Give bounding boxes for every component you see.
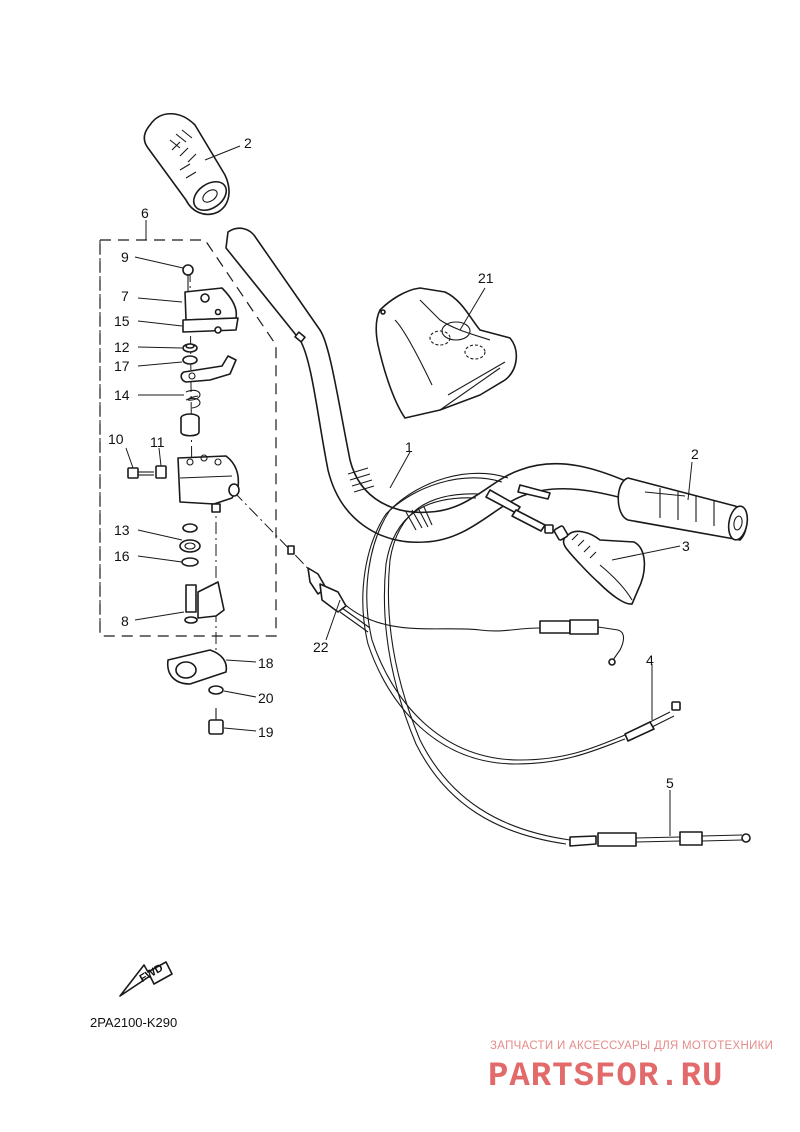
button-8[interactable] (184, 581, 225, 624)
callout-12: 12 (114, 339, 130, 355)
forward-direction-arrow-icon: FWD (119, 961, 173, 997)
screw-10[interactable] (127, 467, 154, 479)
choke-cable[interactable] (383, 489, 751, 847)
plate-17[interactable] (180, 355, 237, 383)
callout-13: 13 (114, 522, 130, 538)
diagram-code: 2PA2100-K290 (90, 1015, 177, 1030)
callout-19: 19 (258, 724, 274, 740)
switch-housing[interactable] (177, 454, 240, 513)
callout-21: 21 (478, 270, 494, 286)
callout-3: 3 (682, 538, 690, 554)
handlebar-alignment-mark (294, 331, 306, 343)
handlebar-knurl-left (347, 467, 375, 493)
cable-axis (233, 491, 329, 591)
bolt-19[interactable] (208, 708, 224, 735)
callout-9: 9 (121, 249, 129, 265)
switch-cover[interactable] (182, 287, 239, 334)
clamp-18[interactable] (166, 649, 228, 685)
callout-6: 6 (141, 205, 149, 221)
leader-lines (125, 145, 693, 836)
cable-end-22[interactable] (287, 545, 371, 633)
switch-assembly-outline (99, 239, 277, 637)
nut-12[interactable] (182, 343, 198, 353)
nut-11[interactable] (155, 465, 167, 479)
callout-2-left-grip: 2 (244, 135, 252, 151)
callout-10: 10 (108, 431, 124, 447)
watermark-logo: PARTSFOR.RU (488, 1058, 723, 1096)
callout-1: 1 (405, 439, 413, 455)
spring-14[interactable] (185, 389, 201, 409)
callout-11: 11 (150, 434, 165, 450)
callout-8: 8 (121, 613, 129, 629)
callout-5: 5 (666, 775, 674, 791)
callout-14: 14 (114, 387, 130, 403)
callout-22: 22 (313, 639, 329, 655)
washer-16[interactable] (181, 557, 199, 567)
handlebar-pad[interactable] (375, 287, 518, 419)
callout-18: 18 (258, 655, 274, 671)
watermark-subtitle: ЗАПЧАСТИ И АКСЕССУАРЫ ДЛЯ МОТОТЕХНИКИ (490, 1040, 773, 1052)
start-switch-lead[interactable] (339, 599, 625, 666)
left-grip[interactable] (143, 112, 231, 216)
fwd-label: FWD (138, 962, 166, 985)
watermark: ЗАПЧАСТИ И АКСЕССУАРЫ ДЛЯ МОТОТЕХНИКИ PA… (488, 1040, 773, 1096)
callout-16: 16 (114, 548, 130, 564)
screw-9[interactable] (182, 264, 194, 292)
callout-7: 7 (121, 288, 129, 304)
callout-17: 17 (114, 358, 130, 374)
throttle-lever[interactable] (553, 525, 646, 605)
callout-2-right-grip: 2 (691, 446, 699, 462)
handlebar[interactable] (225, 227, 631, 543)
callout-20: 20 (258, 690, 274, 706)
throttle-cable[interactable] (362, 472, 681, 765)
right-grip[interactable] (617, 477, 750, 541)
callout-4: 4 (646, 652, 654, 668)
handlebar-knurl-right (405, 506, 433, 531)
washer-20[interactable] (208, 685, 224, 695)
collar[interactable] (180, 413, 200, 437)
callout-labels: 1 2 2 3 4 5 6 7 8 9 10 11 12 13 14 15 16… (108, 135, 699, 791)
callout-15: 15 (114, 313, 130, 329)
washer-13[interactable] (179, 523, 201, 553)
